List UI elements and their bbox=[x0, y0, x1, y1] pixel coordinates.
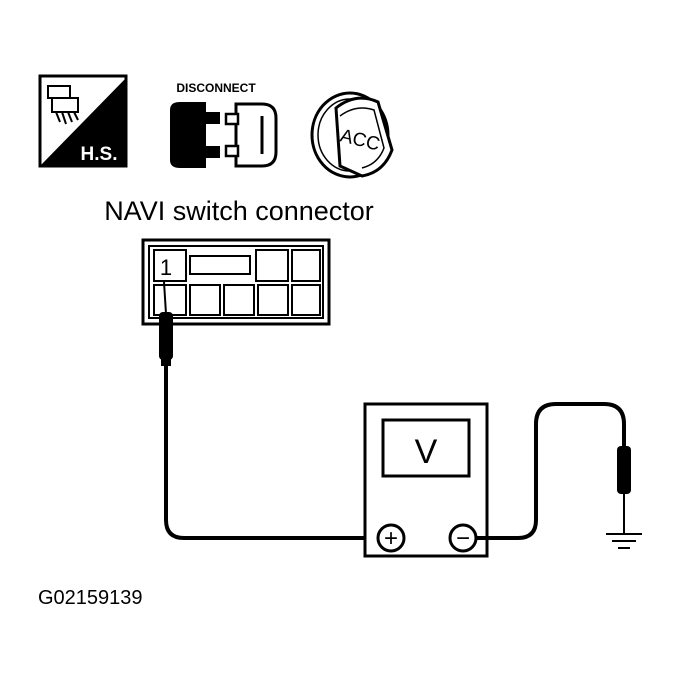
figure-id: G02159139 bbox=[38, 587, 143, 609]
navi-switch-connector bbox=[141, 238, 331, 326]
disconnect-label: DISCONNECT bbox=[176, 81, 256, 95]
ground-test-probe bbox=[617, 446, 631, 534]
connector-sketch-icon bbox=[47, 85, 79, 125]
negative-lead-wire bbox=[476, 402, 626, 540]
connector-title: NAVI switch connector bbox=[104, 196, 374, 226]
voltmeter: V + − bbox=[363, 402, 489, 558]
positive-lead-wire bbox=[164, 364, 380, 540]
positive-test-probe bbox=[159, 281, 173, 366]
terminal-cavity-1 bbox=[153, 249, 187, 282]
connector-latch bbox=[189, 255, 251, 275]
terminal-number: 1 bbox=[160, 255, 172, 280]
voltmeter-display bbox=[381, 418, 471, 478]
voltmeter-unit: V bbox=[415, 433, 438, 471]
negative-symbol: − bbox=[456, 525, 470, 552]
positive-terminal-icon bbox=[376, 523, 406, 553]
ignition-key-icon: ACC bbox=[310, 91, 394, 179]
disconnect-icon: DISCONNECT bbox=[170, 81, 278, 168]
positive-symbol: + bbox=[384, 525, 398, 552]
ground-icon bbox=[606, 533, 642, 549]
harness-badge-text: H.S. bbox=[81, 144, 118, 165]
harness-connector-icon: H.S. bbox=[38, 74, 128, 168]
